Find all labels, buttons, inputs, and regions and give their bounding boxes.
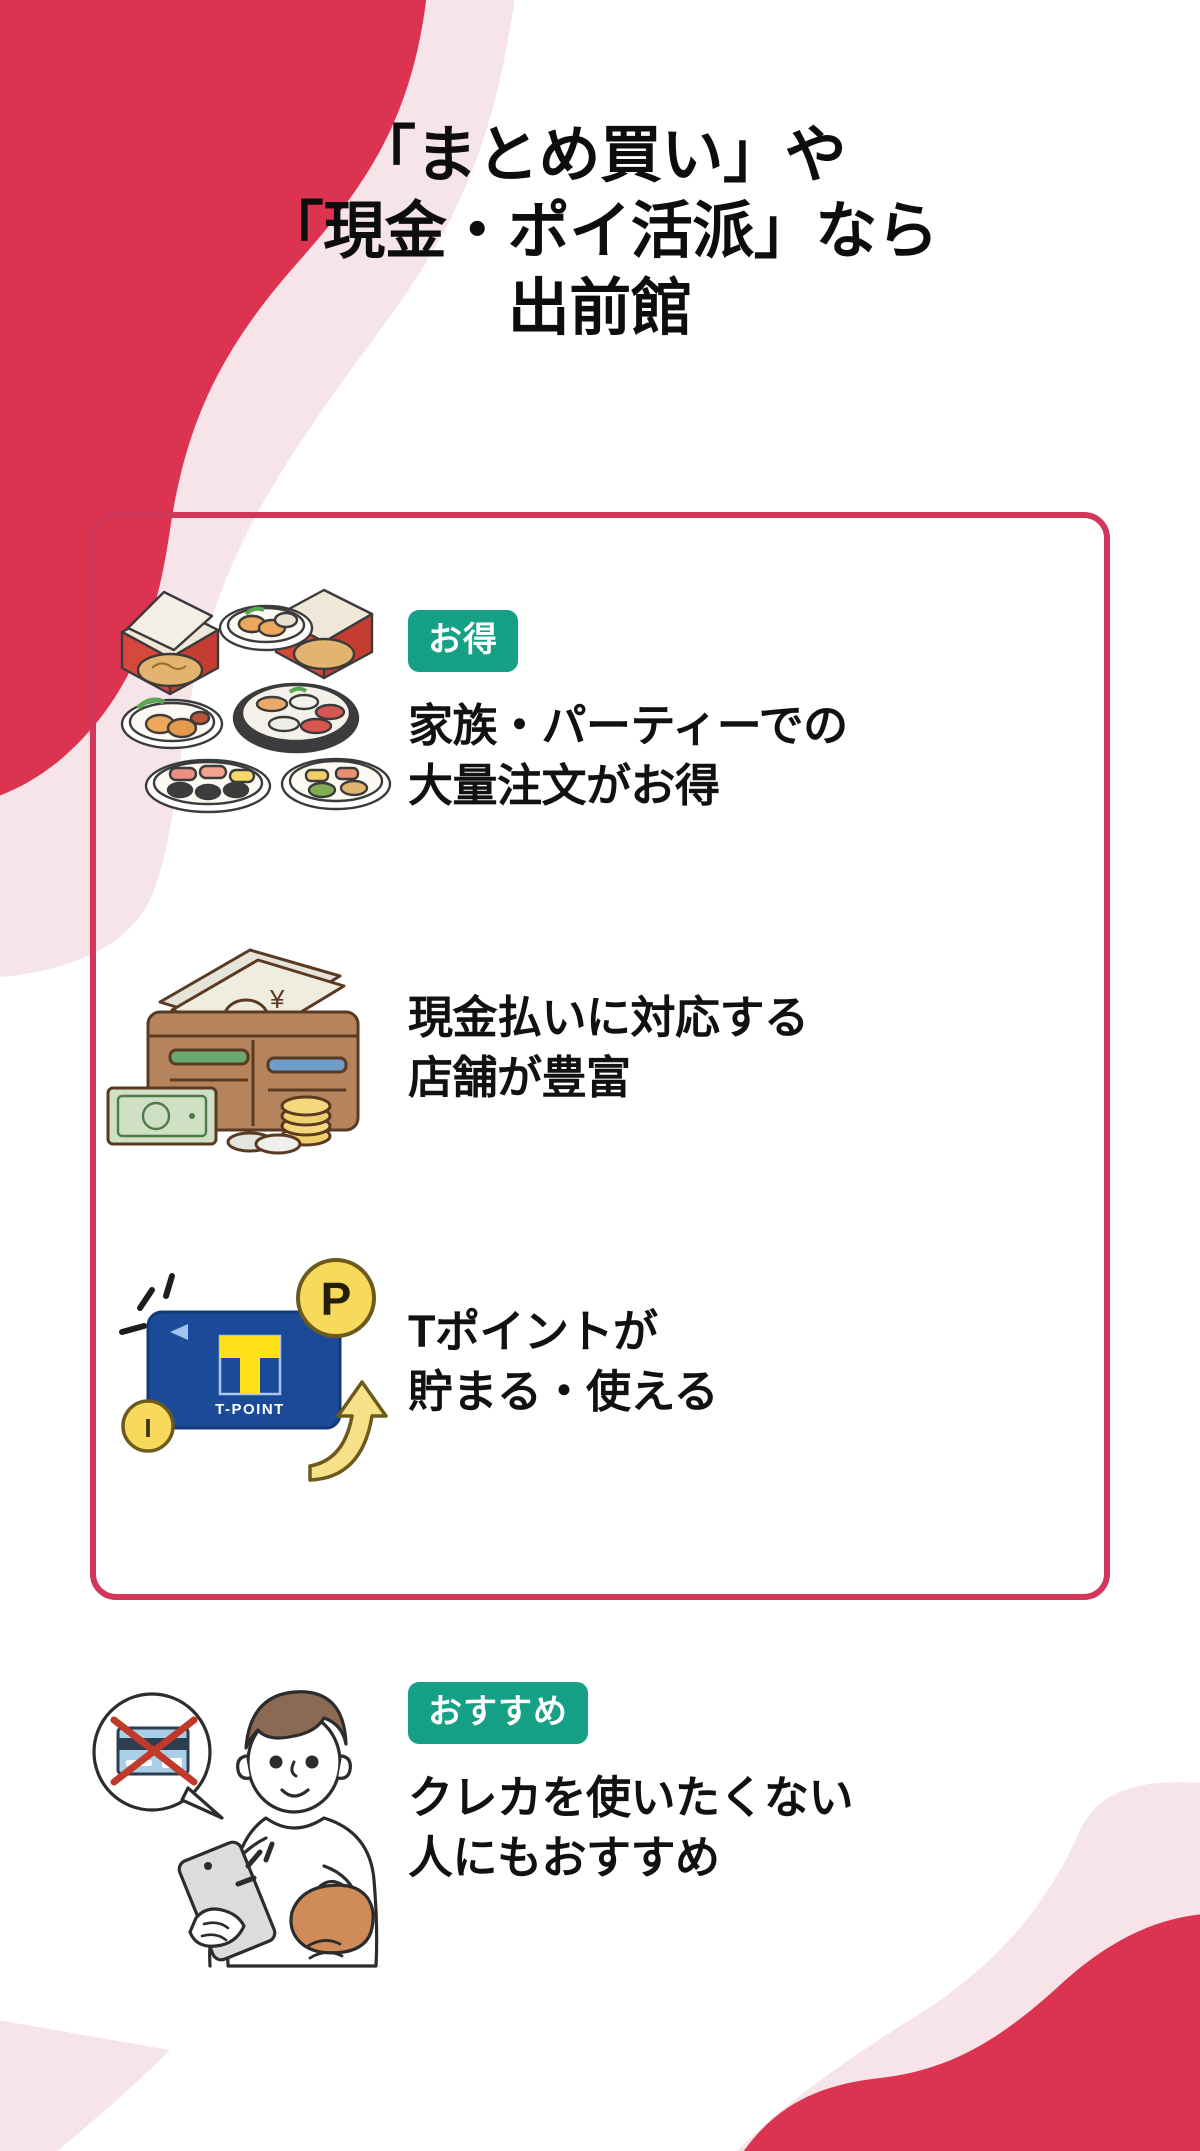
small-point-coin: I <box>121 1399 175 1453</box>
tpoint-card: T-POINT <box>146 1310 342 1430</box>
karaage-plate <box>120 697 224 750</box>
title-line-2: 「現金・ポイ活派」なら <box>261 197 939 267</box>
badge-osusume: おすすめ <box>408 1682 588 1744</box>
loose-banknote <box>106 1086 218 1146</box>
recommendation-row: おすすめ クレカを使いたくない 人にもおすすめ <box>70 1670 854 1970</box>
title-line-3: 出前館 <box>507 273 693 343</box>
tpoint-card-illustration: T-POINT I P <box>100 1250 390 1482</box>
no-credit-card-bubble <box>92 1692 224 1820</box>
up-arrow-icon <box>308 1380 388 1482</box>
bento-plate <box>280 757 392 811</box>
feature-text-bulk-line2: 大量注文がお得 <box>408 759 720 811</box>
point-coin-letter: P <box>321 1273 352 1325</box>
pink-wedge-bottom-left <box>0 2020 170 2151</box>
feature-text-tpoint-line1: Tポイントが <box>408 1306 658 1357</box>
svg-text:¥: ¥ <box>269 984 285 1014</box>
red-blob-bottom-right <box>743 1914 1200 2151</box>
feature-row-bulk: お得 家族・パーティーでの 大量注文がお得 <box>100 572 848 816</box>
coins-stack <box>226 1095 332 1155</box>
fried-chicken-plate <box>218 604 314 652</box>
feature-text-tpoint-line2: 貯まる・使える <box>408 1365 719 1417</box>
feature-text-cash-line1: 現金払いに対応する <box>408 992 809 1043</box>
sparkle-lines <box>119 1273 175 1335</box>
sushi-platter <box>232 682 360 754</box>
pizza-box-left <box>120 590 220 696</box>
person-hand-phone <box>177 1836 277 1968</box>
point-coin-p: P <box>296 1258 376 1338</box>
person-phone-wallet-no-credit-card <box>70 1670 390 1970</box>
recommendation-text-line2: 人にもおすすめ <box>408 1831 720 1883</box>
recommendation-text-line1: クレカを使いたくない <box>408 1772 854 1823</box>
wallet-cash-illustration: ¥ <box>100 930 390 1160</box>
feature-card-frame <box>90 512 1110 1600</box>
person-head <box>236 1690 352 1814</box>
person-hand-coin-purse <box>289 1864 375 1960</box>
party-food-illustration <box>100 572 392 814</box>
title-line-1: 「まとめ買い」や <box>353 121 847 190</box>
motion-sparkles <box>235 1841 275 1887</box>
feature-text-cash-line2: 店舗が豊富 <box>408 1051 631 1103</box>
sushi-plate-bottom <box>144 758 272 814</box>
cross-out-icon <box>110 1716 198 1786</box>
small-coin-letter: I <box>144 1413 151 1443</box>
page-title: 「まとめ買い」や 「現金・ポイ活派」なら 出前館 <box>0 118 1200 347</box>
red-blob-top-left <box>0 0 427 796</box>
feature-row-cash: ¥ <box>100 930 809 1160</box>
tpoint-card-label: T-POINT <box>215 1401 285 1418</box>
badge-otoku: お得 <box>408 610 518 672</box>
feature-text-bulk-line1: 家族・パーティーでの <box>408 700 848 751</box>
feature-row-tpoint: T-POINT I P Tポイントが 貯まる・使える <box>100 1250 719 1482</box>
